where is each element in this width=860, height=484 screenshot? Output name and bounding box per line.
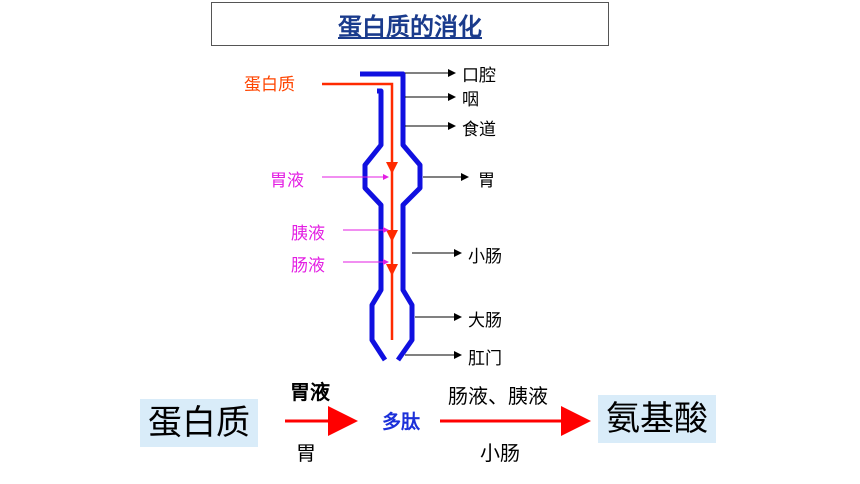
reactant-box: 蛋白质 bbox=[140, 399, 258, 447]
organ-large-intestine: 大肠 bbox=[468, 311, 502, 331]
tract-wall-right bbox=[360, 71, 423, 362]
step2-organ: 小肠 bbox=[480, 441, 520, 465]
step1-organ: 胃 bbox=[296, 441, 316, 465]
tract-wall-left bbox=[362, 88, 388, 362]
juice-intestinal: 肠液 bbox=[291, 256, 325, 276]
organ-mouth: 口腔 bbox=[462, 66, 496, 86]
juice-arrows bbox=[322, 174, 389, 265]
organ-pharynx: 咽 bbox=[462, 90, 479, 110]
organ-small-intestine: 小肠 bbox=[468, 247, 502, 267]
organ-stomach: 胃 bbox=[478, 171, 495, 191]
juice-pancreatic: 胰液 bbox=[291, 224, 325, 244]
page-title: 蛋白质的消化 bbox=[338, 12, 482, 41]
step2-juice: 肠液、胰液 bbox=[448, 384, 548, 408]
organ-arrows bbox=[405, 69, 469, 359]
title-box: 蛋白质的消化 bbox=[211, 2, 609, 46]
juice-gastric: 胃液 bbox=[270, 171, 304, 191]
tract-input-label: 蛋白质 bbox=[244, 75, 295, 95]
organ-anus: 肛门 bbox=[468, 349, 502, 369]
organ-esophagus: 食道 bbox=[462, 120, 496, 140]
intermediate-peptide: 多肽 bbox=[382, 411, 421, 433]
product-box: 氨基酸 bbox=[598, 395, 716, 443]
step1-juice: 胃液 bbox=[290, 380, 330, 404]
